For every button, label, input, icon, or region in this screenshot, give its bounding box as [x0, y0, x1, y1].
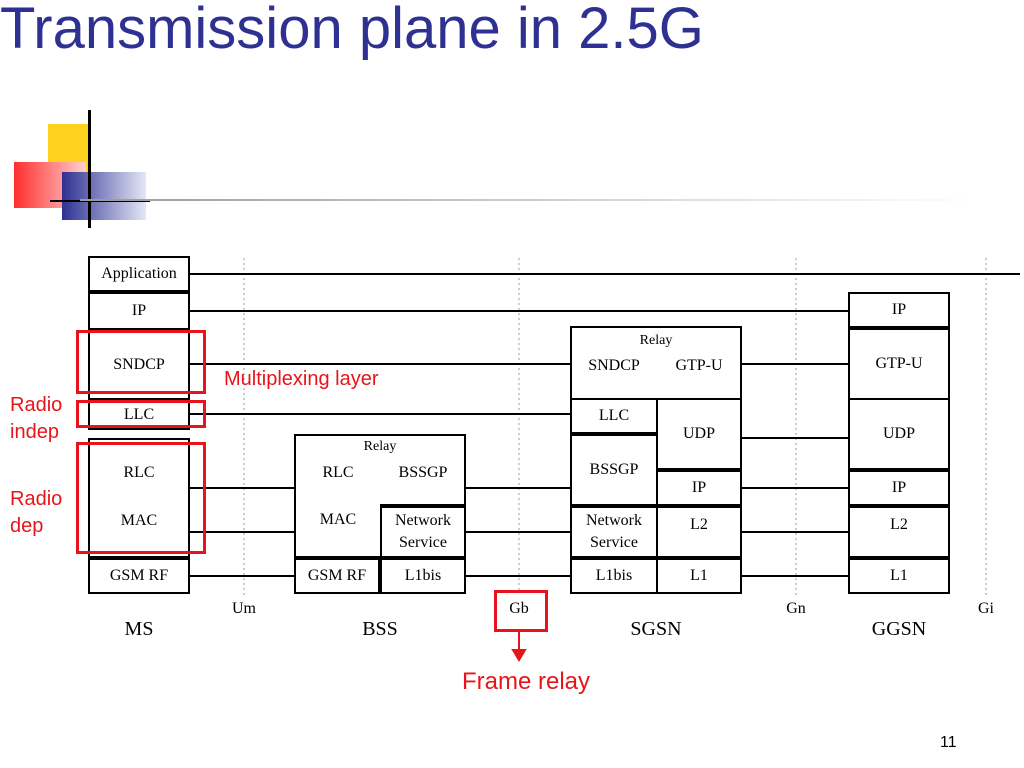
sgsn-bssgp-layer: BSSGP: [570, 434, 658, 506]
gi-interface-label: Gi: [978, 600, 994, 617]
radio-dep-annotation: Radio dep: [10, 488, 63, 537]
gb-highlight-box: [494, 590, 548, 632]
ms-rlc-mac-layer: [88, 438, 190, 558]
bss-gsm-rf-layer: GSM RF: [294, 558, 380, 594]
bss-rlc-bssgp-separator: [380, 504, 466, 506]
ms-rlc-label: RLC: [123, 464, 155, 481]
ms-gsm-rf-layer: GSM RF: [88, 558, 190, 594]
page-title: Transmission plane in 2.5G: [0, 0, 704, 61]
deco-horizontal-line: [50, 200, 150, 202]
ggsn-l1-layer: L1: [848, 558, 950, 594]
bss-rlc-label: RLC: [322, 464, 354, 481]
sgsn-node-label: SGSN: [630, 618, 682, 640]
um-interface-label: Um: [232, 600, 256, 617]
frame-relay-arrow-head: [511, 649, 527, 662]
page-number: 11: [940, 734, 957, 751]
ggsn-udp-layer: UDP: [848, 398, 950, 470]
sgsn-ip-layer: IP: [656, 470, 742, 506]
ggsn-ip2-layer: IP: [848, 470, 950, 506]
multiplexing-layer-annotation: Multiplexing layer: [224, 368, 379, 390]
slide-decoration: [10, 110, 150, 230]
bss-node-label: BSS: [362, 618, 398, 640]
bss-network-service-layer: Network Service: [380, 506, 466, 558]
ggsn-ip-layer: IP: [848, 292, 950, 328]
deco-vertical-line: [88, 110, 91, 228]
frame-relay-annotation: Frame relay: [462, 668, 591, 695]
deco-blue-square: [62, 172, 146, 220]
ggsn-l2-layer: L2: [848, 506, 950, 558]
bss-l1bis-layer: L1bis: [380, 558, 466, 594]
radio-indep-annotation: Radio indep: [10, 394, 63, 443]
bss-relay-label: Relay: [363, 439, 397, 454]
ms-sndcp-layer: SNDCP: [88, 330, 190, 400]
title-underline: [80, 199, 980, 201]
rlc-mac-highlight-box: [76, 442, 206, 554]
sgsn-l2-layer: L2: [656, 506, 742, 558]
ms-mac-label: MAC: [120, 512, 158, 529]
sgsn-l1-layer: L1: [656, 558, 742, 594]
ms-application-layer: Application: [88, 256, 190, 292]
sgsn-network-service-layer: Network Service: [570, 506, 658, 558]
sgsn-relay-label: Relay: [639, 333, 673, 348]
ggsn-node-label: GGSN: [871, 618, 927, 640]
ms-node-label: MS: [124, 618, 154, 640]
sgsn-udp-layer: UDP: [656, 398, 742, 470]
sndcp-highlight-box: [76, 330, 206, 394]
sgsn-gtp-u-label: GTP-U: [675, 357, 723, 374]
gn-interface-label: Gn: [786, 600, 806, 617]
sgsn-sndcp-label: SNDCP: [588, 357, 640, 374]
ggsn-gtp-u-layer: GTP-U: [848, 328, 950, 400]
llc-highlight-box: [76, 400, 206, 428]
sgsn-llc-layer: LLC: [570, 398, 658, 434]
bss-mac-label: MAC: [319, 511, 357, 528]
gb-interface-label: Gb: [509, 600, 529, 617]
ms-ip-layer: IP: [88, 292, 190, 330]
bss-bssgp-label: BSSGP: [398, 464, 448, 481]
sgsn-relay-box: [570, 326, 742, 400]
sgsn-l1bis-layer: L1bis: [570, 558, 658, 594]
